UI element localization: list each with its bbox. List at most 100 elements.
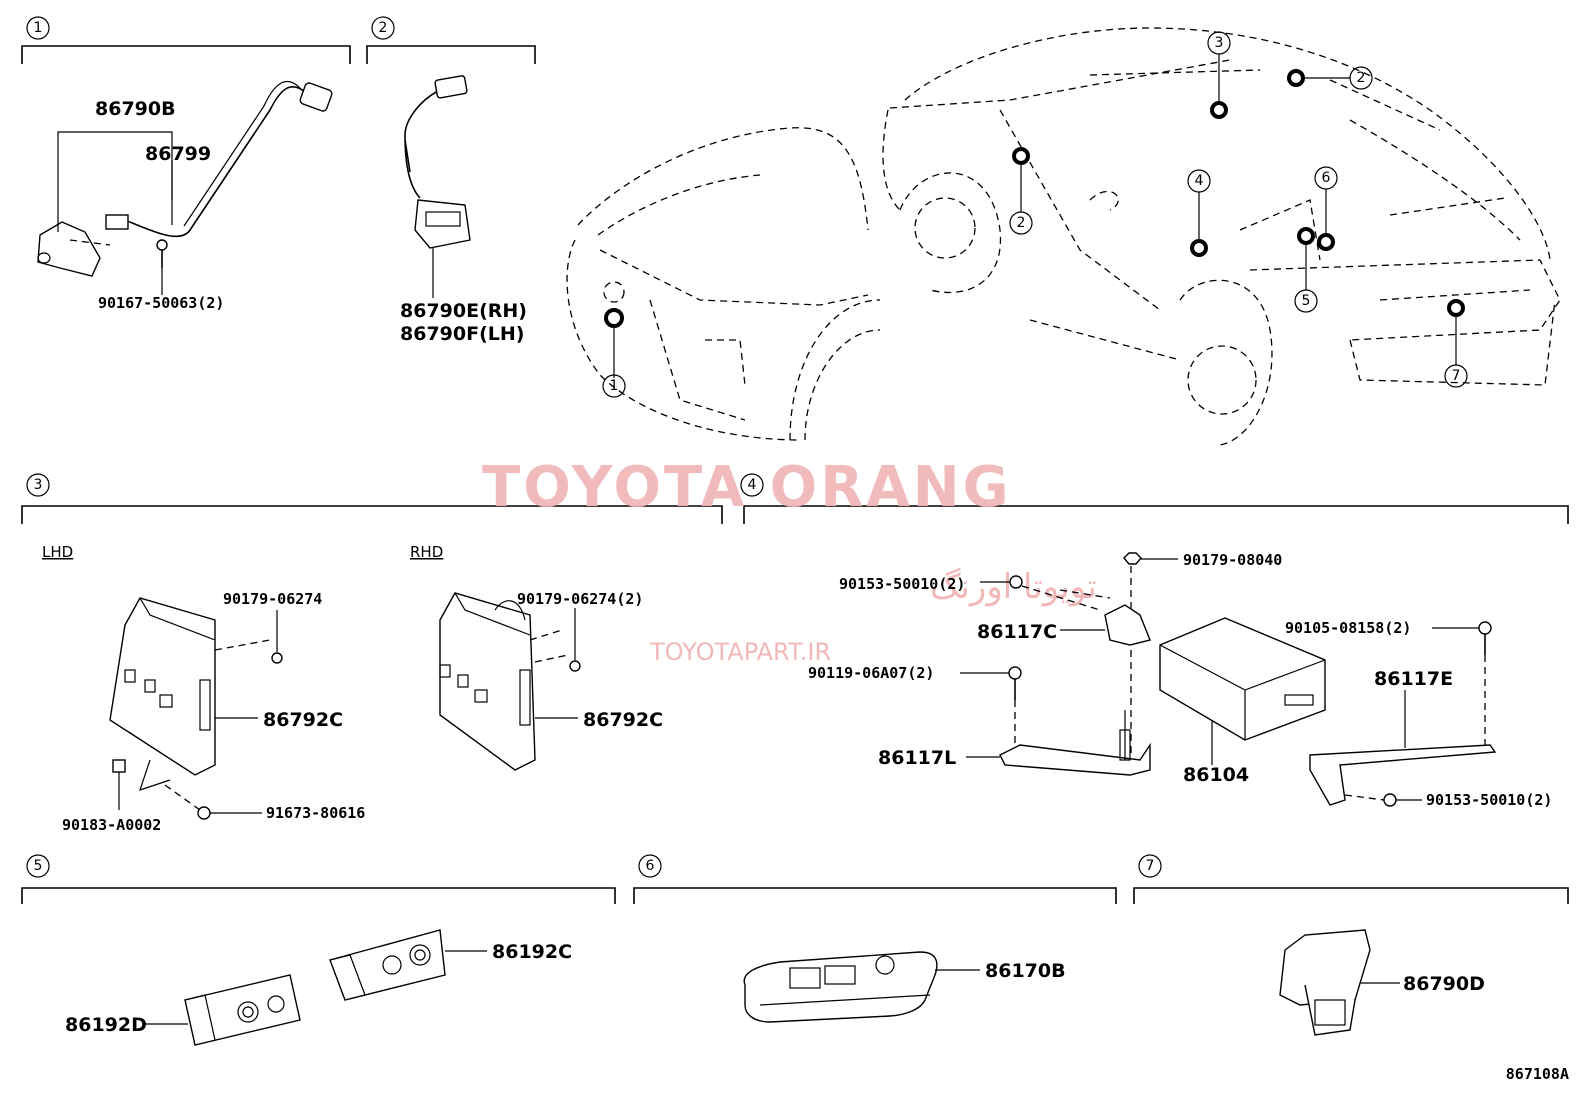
- section-header-4: 4: [740, 473, 1569, 524]
- part-label: 90179-06274(2): [517, 590, 643, 608]
- svg-text:2: 2: [1357, 70, 1366, 86]
- part-label: 90167-50063(2): [98, 294, 224, 312]
- camera-icon: [414, 199, 471, 249]
- svg-text:7: 7: [1452, 368, 1461, 384]
- section-header-7: 7: [1133, 854, 1569, 904]
- section-header-1: 1: [21, 16, 351, 64]
- front-car-illustration: 1: [566, 127, 881, 441]
- callout-number: 1: [610, 378, 619, 394]
- section-header-6: 6: [633, 854, 1117, 904]
- section-header-3: 3: [21, 473, 723, 524]
- part-label: 90153-50010(2): [839, 575, 965, 593]
- callout-ring-icon: [1317, 233, 1335, 251]
- part-label: 90179-06274: [223, 590, 322, 608]
- section-number: 7: [1146, 858, 1155, 874]
- watermark-title: TOYOTA ORANG: [482, 455, 1012, 520]
- section-3-parts: LHD RHD 90179-06274 86792C 90183-A0002 9…: [42, 543, 663, 834]
- nut-icon: [569, 660, 581, 672]
- callout-ring-icon: [1012, 147, 1030, 165]
- rhd-label: RHD: [410, 543, 443, 561]
- callout-5: 5: [1294, 227, 1318, 313]
- svg-text:3: 3: [1215, 35, 1224, 51]
- callout-6: 6: [1314, 166, 1338, 251]
- remote-control-icon: [743, 951, 938, 1023]
- svg-text:6: 6: [1322, 170, 1331, 186]
- clip-icon: [112, 759, 126, 773]
- part-label: 86790D: [1403, 973, 1485, 995]
- part-label: 86790E(RH): [400, 300, 527, 322]
- nut-icon: [271, 652, 283, 664]
- section-number: 3: [34, 477, 43, 493]
- callout-ring-icon: [1210, 101, 1228, 119]
- section-number: 2: [379, 20, 388, 36]
- screw-icon: [156, 239, 168, 251]
- callout-ring-icon: [1190, 239, 1208, 257]
- svg-text:4: 4: [1195, 173, 1204, 189]
- connector-icon: [434, 75, 468, 99]
- bracket-icon: [999, 742, 1151, 776]
- section-number: 6: [646, 858, 655, 874]
- ecu-module-icon: [109, 597, 216, 776]
- part-label: 86117E: [1374, 668, 1453, 690]
- part-label: 86117L: [878, 747, 956, 769]
- callout-3: 3: [1207, 31, 1231, 119]
- switch-panel-icon: [184, 974, 301, 1046]
- part-label: 90153-50010(2): [1426, 791, 1552, 809]
- part-label: 86104: [1183, 764, 1249, 786]
- callout-ring-icon: [1447, 299, 1465, 317]
- callout-7: 7: [1444, 299, 1468, 388]
- part-label: 90119-06A07(2): [808, 664, 934, 682]
- camera-icon: [37, 221, 101, 277]
- section-5-parts: 86192C 86192D: [65, 929, 572, 1046]
- callout-4: 4: [1187, 169, 1211, 257]
- callout-ring-icon: [1287, 69, 1305, 87]
- part-label: 86799: [145, 143, 211, 165]
- part-label: 86192D: [65, 1014, 147, 1036]
- watermark: TOYOTA ORANG تویوتا اورنگ TOYOTAPART.IR: [482, 455, 1097, 666]
- part-label: 90179-08040: [1183, 551, 1282, 569]
- rear-car-illustration: 3 2 2 4 6: [882, 27, 1561, 446]
- part-label: 86792C: [263, 709, 343, 731]
- ecu-module-icon: [439, 592, 536, 771]
- section-number: 4: [748, 477, 757, 493]
- part-label: 86170B: [985, 960, 1066, 982]
- section-number: 5: [34, 858, 43, 874]
- diagram-id: 867108A: [1506, 1065, 1569, 1083]
- part-label: 90183-A0002: [62, 816, 161, 834]
- control-unit-icon: [1159, 617, 1326, 741]
- switch-panel-icon: [329, 929, 446, 1001]
- part-label: 91673-80616: [266, 804, 365, 822]
- bolt-icon: [1383, 793, 1397, 807]
- part-label: 86792C: [583, 709, 663, 731]
- section-4-parts: 90153-50010(2) 90179-08040 86117C 90105-…: [808, 551, 1552, 809]
- part-label: 86192C: [492, 941, 572, 963]
- bolt-icon: [1009, 575, 1023, 589]
- lhd-label: LHD: [42, 543, 73, 561]
- callout-2-top: 2: [1287, 66, 1373, 90]
- bolt-icon: [197, 806, 211, 820]
- part-label: 86790B: [95, 98, 176, 120]
- section-6-parts: 86170B: [743, 951, 1066, 1023]
- bracket-icon: [1104, 604, 1151, 646]
- section-header-5: 5: [21, 854, 616, 904]
- callout-2-left: 2: [1009, 147, 1033, 235]
- svg-text:5: 5: [1302, 293, 1311, 309]
- section-2-parts: 86790E(RH) 86790F(LH): [400, 75, 527, 345]
- section-1-parts: 86790B 86799 90167-50063(2): [37, 81, 333, 312]
- bracket-icon: [1309, 744, 1497, 806]
- part-label: 86790F(LH): [400, 323, 524, 345]
- part-label: 86117C: [977, 621, 1057, 643]
- callout-ring-icon: [604, 308, 624, 328]
- nut-icon: [1123, 552, 1142, 565]
- callout-ring-icon: [1297, 227, 1315, 245]
- bolt-icon: [1008, 666, 1022, 680]
- section-header-2: 2: [366, 16, 536, 64]
- part-label: 90105-08158(2): [1285, 619, 1411, 637]
- section-7-parts: 86790D: [1279, 929, 1485, 1036]
- svg-text:2: 2: [1017, 215, 1026, 231]
- connector-icon: [299, 82, 333, 112]
- section-number: 1: [34, 20, 43, 36]
- bolt-icon: [1478, 621, 1492, 635]
